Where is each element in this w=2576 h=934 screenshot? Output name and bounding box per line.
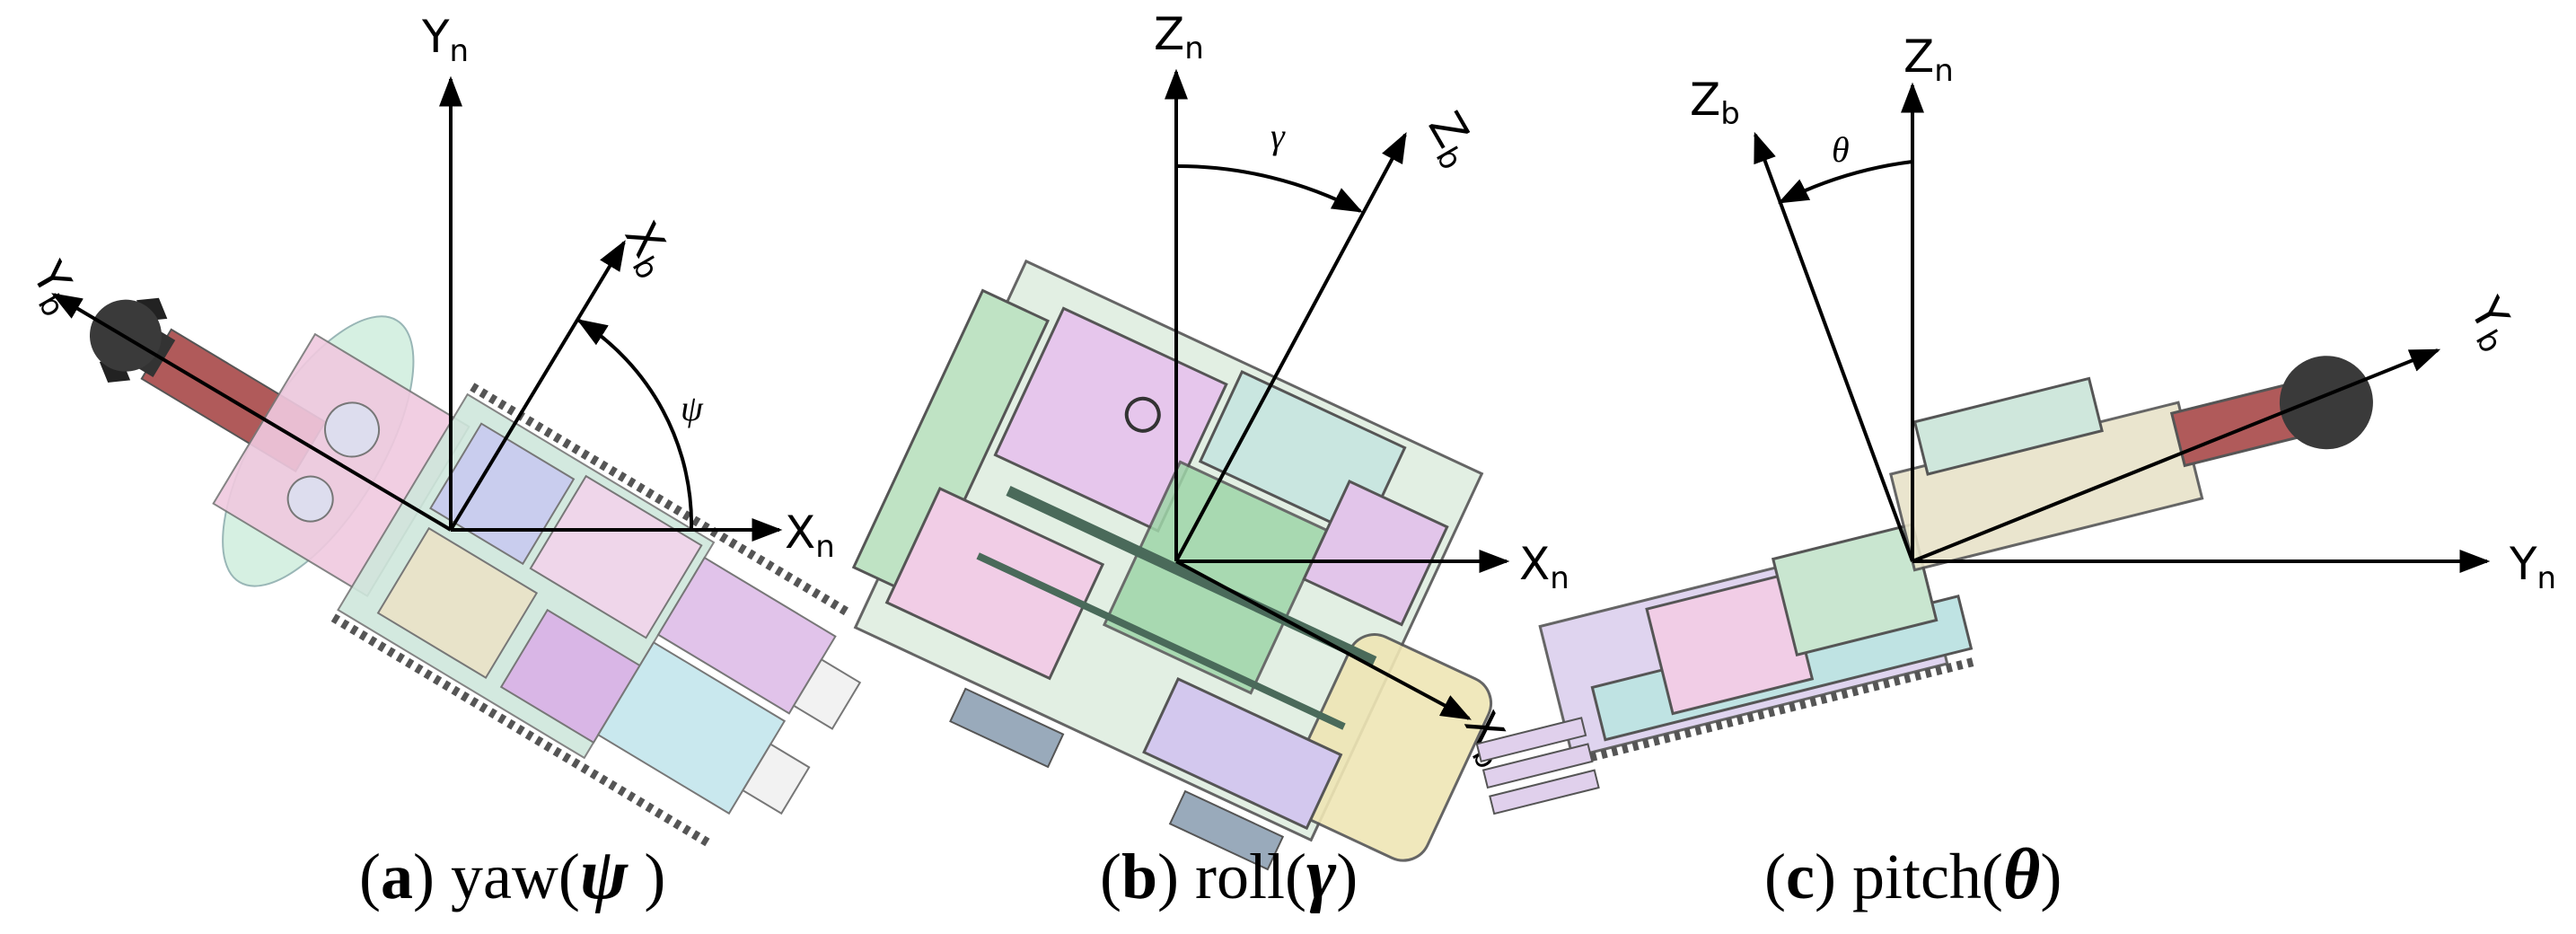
gamma-label: γ: [1270, 116, 1286, 156]
pitch-angle-arc: [1777, 160, 1913, 204]
zn-label: Zn: [1903, 31, 1954, 89]
zb-axis: [1174, 132, 1407, 562]
xn-label: Xn: [785, 507, 835, 565]
psi-label: ψ: [681, 388, 704, 428]
yb-label: Yb: [16, 252, 91, 323]
panel-roll: Zn Zb Xn Xb γ (b) roll(γ): [851, 8, 1569, 914]
roadheader-top-view-image: [89, 297, 862, 849]
yaw-angle-arc: [576, 319, 694, 531]
yb-label: Yb: [2454, 288, 2528, 359]
caption-pitch: (c) pitch(θ): [1764, 835, 2062, 914]
yb-axis: [1912, 348, 2441, 563]
theta-label: θ: [1832, 129, 1850, 170]
roadheader-side-view-image: [1475, 356, 2373, 815]
zb-label: Zb: [1413, 103, 1489, 176]
roll-angle-arc: [1175, 163, 1364, 213]
yn-label: Yn: [421, 11, 469, 69]
zb-axis: [1754, 131, 1914, 562]
panel-yaw: Yn Xn Xb Yb ψ (a) yaw(ψ ): [16, 11, 862, 914]
yb-axis: [51, 293, 453, 532]
caption-roll: (b) roll(γ): [1100, 835, 1358, 914]
caption-yaw: (a) yaw(ψ ): [359, 835, 665, 914]
roadheader-front-view-image: [851, 259, 1492, 871]
panel-pitch: Zn Zb Yb Yn θ (c) pitch(θ): [1475, 31, 2556, 914]
xb-axis: [1175, 560, 1472, 720]
xn-label: Xn: [1519, 538, 1569, 596]
xb-axis: [449, 240, 626, 532]
zn-label: Zn: [1154, 8, 1204, 66]
zb-label: Zb: [1690, 74, 1740, 132]
yn-label: Yn: [2509, 538, 2556, 596]
